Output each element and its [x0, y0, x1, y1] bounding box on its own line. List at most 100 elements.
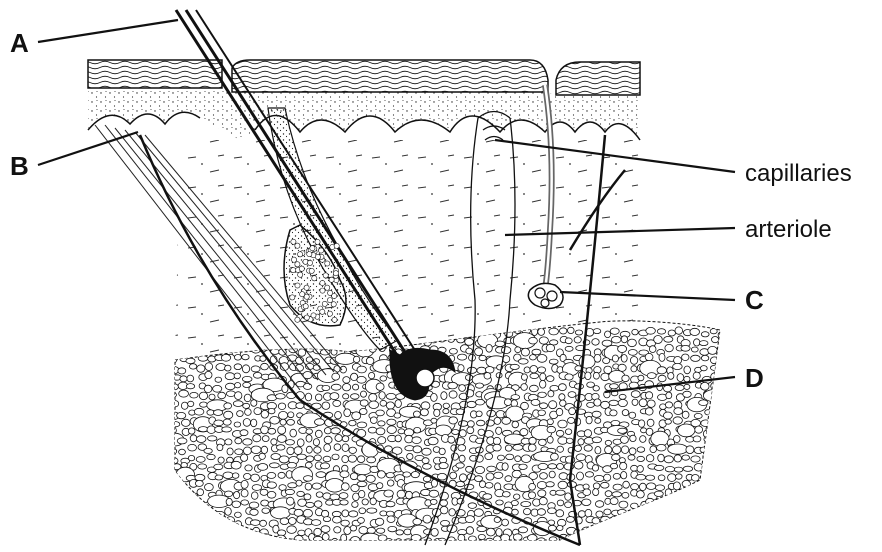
fat-cell [169, 346, 176, 352]
fat-cell [235, 512, 242, 517]
fat-cell [434, 409, 440, 416]
fat-cell [278, 472, 285, 478]
fat-cell [601, 373, 610, 381]
fat-cell [287, 419, 295, 425]
fat-cell [659, 516, 667, 523]
fat-cell [659, 353, 665, 361]
fat-cell [188, 401, 194, 406]
fat-cell [225, 383, 235, 390]
fat-cell [628, 339, 637, 347]
fat-cell [611, 535, 617, 542]
fat-cell [692, 475, 700, 482]
fat-cell [385, 539, 393, 545]
fat-cell [704, 437, 711, 442]
fat-cell [719, 444, 726, 452]
fat-cell [294, 509, 303, 516]
fat-cell [367, 508, 377, 513]
fat-cell [621, 355, 627, 363]
fat-cell [547, 426, 556, 433]
fat-cell [631, 465, 638, 471]
fat-cell [333, 516, 342, 523]
fat-cell [388, 526, 397, 531]
label-capillaries: capillaries [745, 160, 852, 187]
fat-cell [331, 428, 341, 434]
fat-cell [267, 491, 276, 498]
fat-cell [452, 430, 460, 435]
fat-cell [486, 344, 492, 352]
fat-cell [494, 517, 500, 522]
fat-cell [556, 408, 563, 415]
fat-cell [641, 524, 661, 535]
fat-cell [187, 518, 195, 523]
fat-cell [618, 399, 627, 406]
fat-cell [342, 436, 349, 442]
fat-cell [251, 366, 260, 372]
fat-cell [485, 483, 493, 489]
fat-cell [664, 385, 672, 392]
fat-cell [538, 463, 548, 469]
fat-cell [711, 401, 719, 406]
fat-cell [530, 385, 539, 392]
fat-cell [538, 367, 546, 373]
fat-cell [496, 529, 502, 537]
fat-cell [711, 444, 717, 451]
fat-cell [682, 354, 689, 361]
fat-cell [458, 534, 465, 541]
gland-cell [291, 257, 296, 262]
fat-cell [632, 525, 639, 532]
fat-cell [173, 504, 193, 517]
fat-cell [362, 499, 368, 505]
fat-cell [584, 445, 592, 451]
fat-cell [601, 516, 610, 523]
fat-cell [194, 408, 204, 415]
fat-cell [224, 411, 233, 419]
fat-cell [485, 538, 494, 544]
fat-cell [593, 483, 600, 489]
fat-cell [630, 357, 637, 365]
fat-cell [637, 466, 643, 473]
fat-cell [186, 358, 195, 363]
fat-cell [701, 491, 710, 499]
fat-cell [549, 471, 555, 478]
fat-cell [699, 341, 708, 346]
fat-cell [532, 349, 541, 355]
fat-cell [249, 502, 259, 508]
fat-cell [177, 483, 187, 489]
fat-cell [348, 455, 356, 462]
fat-cell [290, 429, 297, 437]
fat-cell [242, 376, 252, 381]
fat-cell [341, 534, 347, 542]
fat-cell [537, 509, 545, 516]
fat-cell [718, 384, 726, 391]
fat-cell [604, 474, 611, 481]
fat-cell [479, 481, 485, 488]
fat-cell [655, 534, 664, 540]
fat-cell [268, 428, 276, 434]
fat-cell [343, 377, 350, 384]
fat-cell [349, 420, 356, 426]
fat-cell [441, 392, 447, 400]
fat-cell [227, 448, 233, 455]
fat-cell [613, 446, 621, 454]
fat-cell [623, 481, 630, 488]
fat-cell [379, 392, 385, 400]
fat-cell [646, 515, 656, 523]
fat-cell [636, 474, 646, 480]
fat-cell [396, 539, 402, 544]
fat-cell [314, 536, 323, 542]
fat-cell [613, 484, 622, 490]
fat-cell [524, 367, 530, 373]
fat-cell [565, 338, 572, 344]
fat-cell [710, 357, 718, 364]
fat-cell [181, 493, 191, 499]
fat-cell [678, 424, 695, 437]
fat-cell [511, 500, 518, 505]
fat-cell [638, 375, 644, 381]
fat-cell [205, 371, 212, 378]
fat-cell [710, 476, 718, 481]
fat-cell [188, 444, 197, 451]
fat-cell [357, 475, 366, 482]
fat-cell [539, 403, 547, 409]
gland-cell [325, 261, 330, 266]
fat-cell [645, 353, 653, 360]
